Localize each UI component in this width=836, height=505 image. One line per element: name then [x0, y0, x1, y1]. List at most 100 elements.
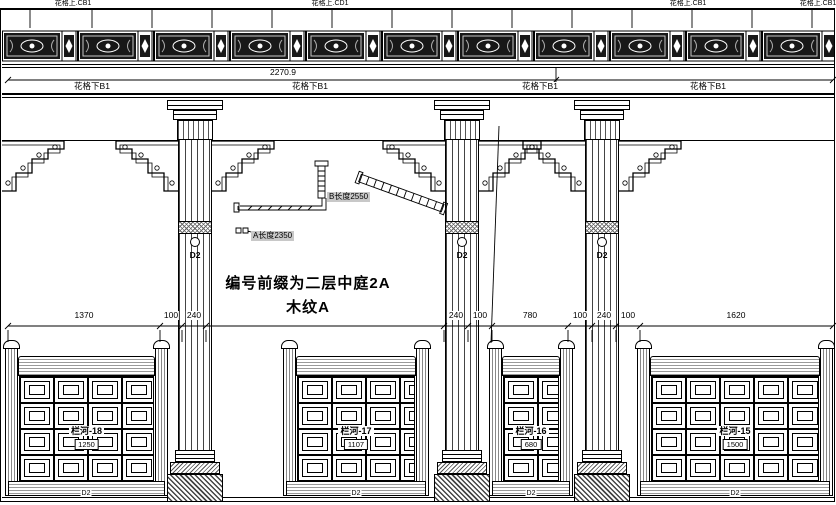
- column-base-moulding: [582, 450, 622, 462]
- railing-post-cap: [818, 340, 835, 349]
- column-capital-moulding: [173, 110, 217, 120]
- note-line-1: 编号前缀为二层中庭2A: [225, 275, 391, 292]
- mid-dim-100a: 100: [162, 310, 180, 320]
- frieze-band: [2, 30, 834, 62]
- column-neck: [584, 120, 620, 140]
- top-label-4: 花格上.CB1: [799, 0, 836, 7]
- beam-top-line: [2, 93, 834, 95]
- column-base: [577, 462, 627, 474]
- bracket-ornament: [618, 140, 682, 192]
- column-collar: [178, 221, 212, 234]
- column-mark: D2: [189, 250, 201, 260]
- railing-16: 栏河-16 680: [487, 340, 575, 503]
- column-3: D2: [574, 93, 630, 505]
- beam-face-line: [2, 97, 834, 98]
- railing-top-rail: [296, 356, 416, 376]
- mid-dim-240b: 240: [447, 310, 465, 320]
- railing-15: 栏河-15 1500: [635, 340, 835, 503]
- frieze-label-2: 花格下B1: [291, 81, 329, 91]
- railing-post-cap: [281, 340, 298, 349]
- column-capital: [574, 100, 630, 110]
- frieze-underline-1: [2, 64, 834, 65]
- railing-post-cap: [558, 340, 575, 349]
- railing-post-cap: [414, 340, 431, 349]
- column-neck: [444, 120, 480, 140]
- railing-18: 栏河-18 1250: [3, 340, 170, 503]
- bracket-ornament: [522, 140, 586, 192]
- column-plinth: [574, 474, 630, 502]
- upper-dimension-value: 2270.9: [269, 67, 297, 77]
- railing-top-rail: [502, 356, 560, 376]
- railing-label: 栏河-17: [338, 426, 374, 436]
- column-base-moulding: [175, 450, 215, 462]
- column-shaft: [178, 140, 212, 450]
- bracket-ornament: [115, 140, 179, 192]
- mid-dim-1370: 1370: [73, 310, 95, 320]
- column-mark: D2: [456, 250, 468, 260]
- column-ring-ornament: [190, 237, 200, 247]
- mid-dim-1620: 1620: [725, 310, 747, 320]
- column-shaft: [585, 140, 619, 450]
- column-capital: [167, 100, 223, 110]
- column-capital-moulding: [440, 110, 484, 120]
- railing-post: [560, 348, 573, 496]
- column-1: D2: [167, 93, 223, 505]
- column-capital-moulding: [580, 110, 624, 120]
- top-label-2: 花格上.CD1: [311, 0, 349, 7]
- bottom-mark-2: D2: [350, 490, 362, 497]
- railing-post: [489, 348, 502, 496]
- drawing-frame: [0, 8, 835, 502]
- railing-dim: 680: [520, 439, 542, 450]
- column-shaft: [445, 140, 479, 450]
- railing-post: [155, 348, 168, 496]
- bracket-ornament: [382, 140, 446, 192]
- railing-label: 栏河-15: [717, 426, 753, 436]
- column-2: D2: [434, 93, 490, 505]
- bottom-mark-3: D2: [525, 490, 537, 497]
- top-label-1: 花格上.CB1: [54, 0, 92, 7]
- column-base-moulding: [442, 450, 482, 462]
- frieze-label-4: 花格下B1: [689, 81, 727, 91]
- frieze-pattern: [2, 30, 834, 62]
- railing-top-rail: [18, 356, 155, 376]
- railing-post: [5, 348, 18, 496]
- column-capital: [434, 100, 490, 110]
- railing-top-rail: [650, 356, 820, 376]
- column-mark: D2: [596, 250, 608, 260]
- railing-post: [283, 348, 296, 496]
- frieze-label-3: 花格下B1: [521, 81, 559, 91]
- column-neck: [177, 120, 213, 140]
- railing-dim: 1500: [722, 439, 748, 450]
- mid-dim-100b: 100: [471, 310, 489, 320]
- railing-post-cap: [153, 340, 170, 349]
- frieze-label-1: 花格下B1: [73, 81, 111, 91]
- mid-dim-100c: 100: [571, 310, 589, 320]
- detail-a-label: A长度2350: [251, 231, 295, 241]
- note-line-2: 木纹A: [286, 299, 330, 316]
- column-ring-ornament: [457, 237, 467, 247]
- railing-label: 栏河-18: [68, 426, 104, 436]
- railing-17: 栏河-17 1107: [281, 340, 431, 503]
- bottom-mark-1: D2: [80, 490, 92, 497]
- bracket-ornament: [1, 140, 65, 192]
- railing-post-cap: [3, 340, 20, 349]
- railing-label: 栏河-16: [513, 426, 549, 436]
- column-base: [437, 462, 487, 474]
- column-plinth: [167, 474, 223, 502]
- mid-dim-100d: 100: [619, 310, 637, 320]
- railing-dim: 1250: [74, 439, 99, 450]
- railing-post: [416, 348, 429, 496]
- bottom-mark-4: D2: [729, 490, 741, 497]
- detail-b-label: B长度2550: [327, 192, 371, 202]
- ground-line: [2, 497, 834, 498]
- mid-dim-240a: 240: [185, 310, 203, 320]
- railing-post: [820, 348, 833, 496]
- mid-dim-780: 780: [521, 310, 539, 320]
- railing-post-cap: [487, 340, 504, 349]
- column-plinth: [434, 474, 490, 502]
- top-label-3: 花格上.CB1: [669, 0, 707, 7]
- column-ring-ornament: [597, 237, 607, 247]
- railing-post: [637, 348, 650, 496]
- column-collar: [585, 221, 619, 234]
